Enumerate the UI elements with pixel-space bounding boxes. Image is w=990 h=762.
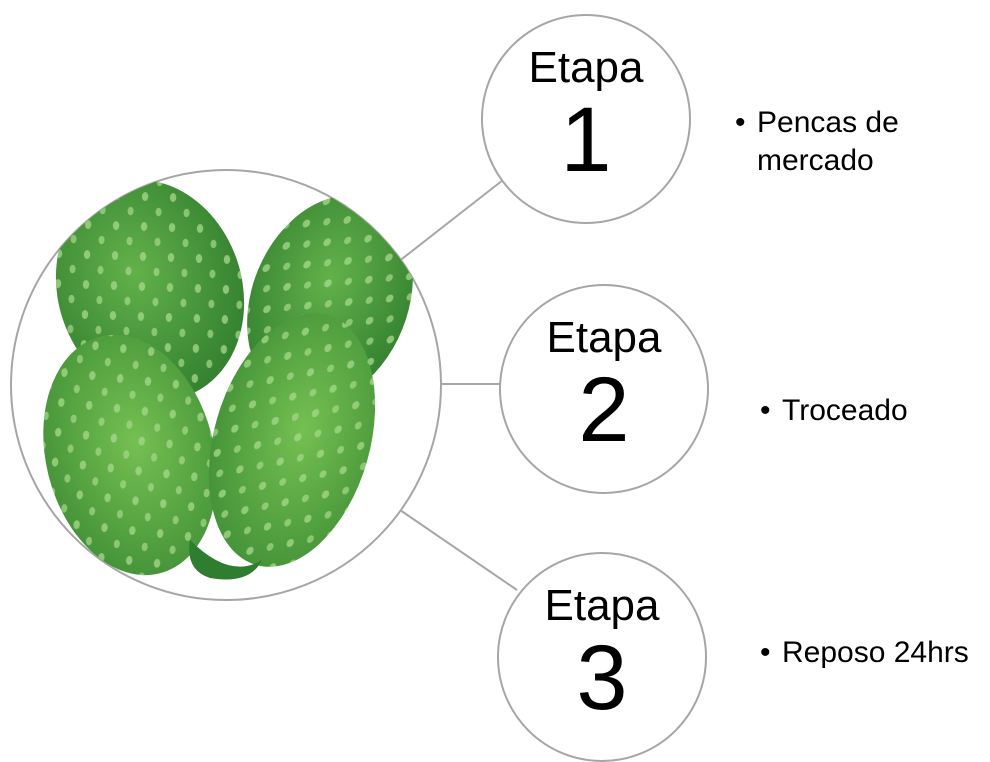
bullet-dot-icon: •: [735, 104, 757, 180]
connector-line-1: [398, 180, 503, 262]
stage-3-circle: Etapa 3: [497, 552, 707, 762]
stage-3-number: 3: [576, 630, 627, 726]
stage-3-bullet: • Reposo 24hrs: [760, 634, 969, 672]
stage-3-label: Etapa: [545, 582, 660, 630]
stage-1-bullet: • Pencas de mercado: [735, 104, 955, 180]
stage-2-circle: Etapa 2: [499, 284, 709, 494]
stage-2-bullet: • Troceado: [760, 392, 908, 430]
bullet-dot-icon: •: [760, 392, 782, 430]
stage-3-bullet-text: Reposo 24hrs: [782, 634, 969, 672]
bullet-dot-icon: •: [760, 634, 782, 672]
stage-2-label: Etapa: [547, 314, 662, 362]
stage-1-circle: Etapa 1: [481, 14, 691, 224]
stage-1-label: Etapa: [529, 44, 644, 92]
stage-2-number: 2: [578, 362, 629, 458]
stage-2-bullet-text: Troceado: [782, 392, 908, 430]
connector-line-3: [400, 510, 517, 590]
stage-1-bullet-text: Pencas de mercado: [757, 104, 955, 180]
stage-1-number: 1: [560, 92, 611, 188]
